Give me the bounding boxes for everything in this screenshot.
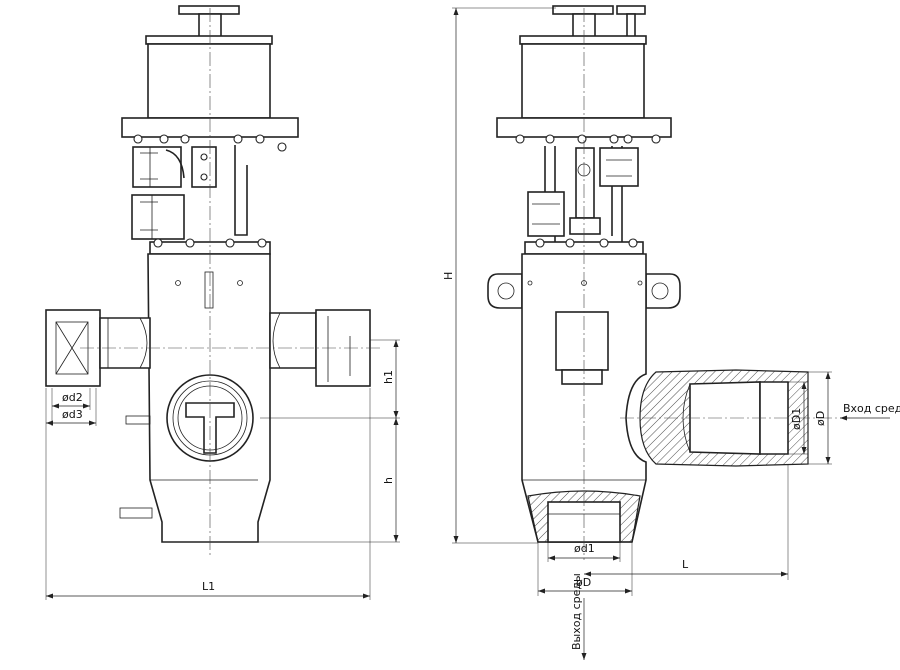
label-D1-side: øD1 xyxy=(790,408,803,430)
left-actuator-cap xyxy=(145,35,273,45)
left-flange-bolt xyxy=(277,142,287,152)
label-outlet: Выход среды xyxy=(570,573,583,650)
label-d1-bottom: ød1 xyxy=(574,542,595,555)
left-flange-bolt xyxy=(133,134,143,144)
left-flange-bolt xyxy=(159,134,169,144)
left-flange-bolt xyxy=(233,134,243,144)
right-valve-body xyxy=(521,253,647,543)
label-inlet: Вход среды xyxy=(843,402,900,415)
left-valve-body xyxy=(147,253,271,543)
right-actuator-cylinder xyxy=(521,43,645,119)
left-view xyxy=(45,5,380,555)
label-d2: ød2 xyxy=(62,391,83,404)
right-switch-box xyxy=(599,147,639,187)
label-h: h xyxy=(382,477,395,484)
right-actuator-cap xyxy=(519,35,647,45)
right-dimensions: H øD1 øD Вход среды ød1 øD L Выход среды xyxy=(442,7,900,660)
label-D-side: øD xyxy=(814,411,827,426)
label-H: H xyxy=(442,272,455,280)
left-flange-bolt xyxy=(180,134,190,144)
left-nozzle-pipe xyxy=(99,317,151,369)
label-d3: ød3 xyxy=(62,408,83,421)
right-lug-right xyxy=(645,273,681,309)
right-view xyxy=(487,5,850,560)
label-L1: L1 xyxy=(202,580,215,593)
label-h1: h1 xyxy=(382,370,395,384)
left-top-handle xyxy=(178,5,240,15)
right-lug-left xyxy=(487,273,523,309)
label-L: L xyxy=(682,558,689,571)
label-D-bottom: øD xyxy=(576,576,591,589)
right-solenoid-box xyxy=(527,191,565,237)
left-dimensions: ød2 ød3 h1 h L1 xyxy=(45,339,400,600)
left-switch-plate xyxy=(191,146,217,188)
left-actuator-cylinder xyxy=(147,43,271,119)
left-flange-bolt xyxy=(255,134,265,144)
